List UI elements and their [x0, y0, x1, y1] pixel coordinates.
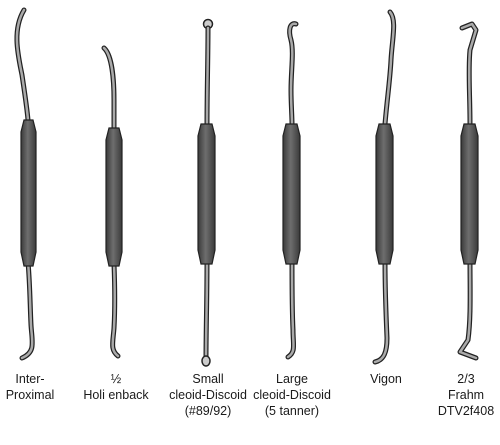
label-vigon: Vigon: [370, 372, 402, 386]
label-holi-enback: ½ Holi enback: [83, 372, 149, 402]
label-small-cleoid-discoid: Small cleoid-Discoid (#89/92): [169, 372, 247, 418]
instrument-frahm: [457, 21, 479, 361]
instrument-small-cleoid-discoid: [197, 18, 216, 367]
label-frahm: 2/3 Frahm DTV2f408: [437, 372, 495, 418]
instrument-inter-proximal: [14, 7, 37, 361]
instrument-vigon: [372, 9, 397, 365]
instrument-large-cleoid-discoid: [282, 21, 301, 360]
label-inter-proximal: Inter- Proximal: [5, 372, 55, 402]
instrument-holi-enback: [101, 45, 123, 359]
label-large-cleoid-discoid: Large cleoid-Discoid (5 tanner): [253, 372, 331, 418]
